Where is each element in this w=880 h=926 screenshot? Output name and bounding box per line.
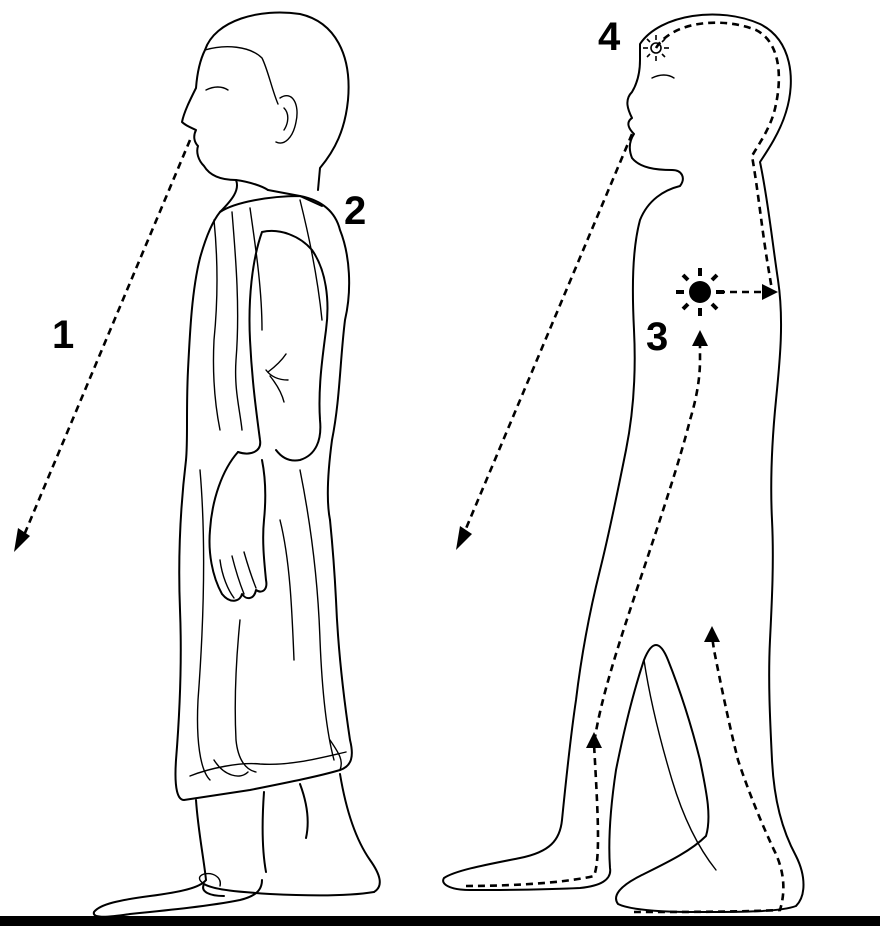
right-figure [443,14,803,912]
left-robe-folds [213,200,322,430]
back-leg-flow [634,636,783,912]
front-leg-arrowhead-upper [692,330,708,346]
left-hem [190,752,346,776]
heart-sun-icon [676,268,724,316]
back-leg-arrowhead [704,626,720,642]
label-3: 3 [646,315,668,359]
gaze-arrowhead-right [456,526,472,550]
left-feet [94,880,374,917]
ground-line [0,916,880,926]
left-skirt-folds [198,470,342,780]
head-loop [656,23,779,290]
label-1: 1 [52,313,74,357]
left-legs [196,774,380,892]
front-leg-flow [466,340,700,886]
left-fingers [220,552,256,598]
left-hairline [205,47,278,104]
right-body-outline [443,14,803,912]
label-4: 4 [598,15,621,59]
gaze-line-right [462,134,632,538]
gaze-arrowhead-left [14,528,30,552]
front-leg-arrowhead-lower [586,732,602,748]
energy-flow-lines [14,23,783,912]
gaze-line-left [22,140,190,540]
heart-arrowhead [762,284,778,300]
right-eye [652,75,674,78]
left-robe-torso [186,196,349,520]
left-collar [200,180,322,258]
label-2: 2 [344,189,366,233]
left-eye [206,87,228,90]
left-figure [94,13,380,917]
left-head [182,13,349,191]
left-ear [276,96,297,143]
